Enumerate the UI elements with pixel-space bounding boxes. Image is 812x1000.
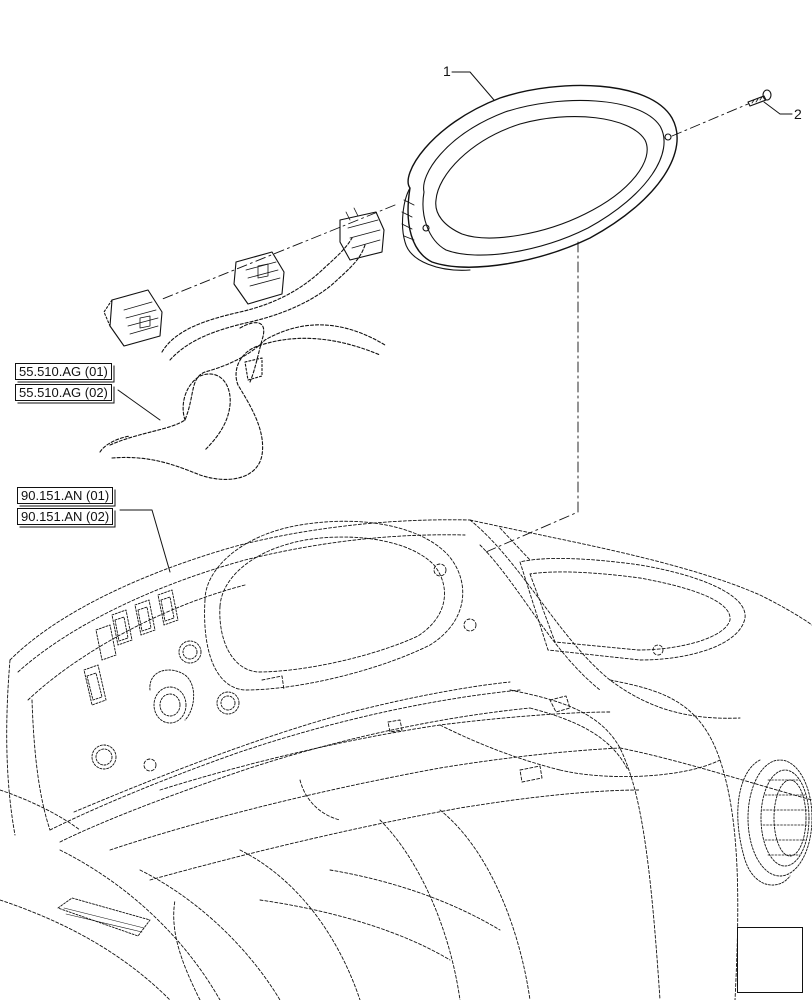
- callout-2: 2: [794, 106, 802, 122]
- ref-harness-01[interactable]: 55.510.AG (01): [15, 363, 112, 380]
- speaker-grille: [737, 759, 812, 886]
- connector-left: [103, 289, 163, 347]
- connector-middle: [233, 251, 285, 305]
- nav-button[interactable]: [737, 927, 803, 993]
- leader-line-2: [763, 101, 793, 115]
- instrument-cluster: [401, 84, 678, 271]
- dashboard-housing: [0, 519, 812, 1000]
- callout-1: 1: [443, 63, 451, 79]
- connector-right: [339, 207, 385, 261]
- harness-connectors: [103, 207, 385, 381]
- leader-line-harness: [117, 389, 161, 421]
- ref-panel-01[interactable]: 90.151.AN (01): [17, 487, 114, 504]
- dashboard-controls: [83, 589, 240, 770]
- ref-harness-02[interactable]: 55.510.AG (02): [15, 384, 112, 401]
- screw-part: [747, 89, 772, 107]
- ref-panel-02[interactable]: 90.151.AN (02): [17, 508, 114, 525]
- assembly-centerlines: [159, 103, 749, 553]
- wiring-harness: [99, 237, 386, 480]
- leader-line-panel: [119, 509, 171, 573]
- leader-line-1: [451, 71, 495, 101]
- decal-plate: [57, 897, 151, 937]
